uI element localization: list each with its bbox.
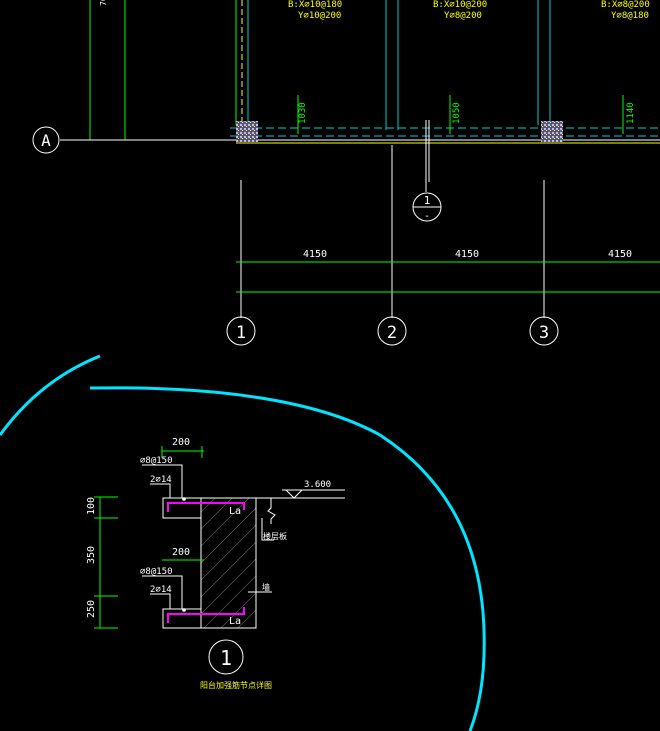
elevation-value: 3.600 <box>304 480 331 490</box>
lower-bars: 2⌀14 <box>150 585 172 595</box>
upper-bars-leader <box>150 483 171 498</box>
break-line <box>267 498 276 524</box>
axis-label-1: 1 <box>236 323 246 343</box>
slab-rebar-1-x: B:X⌀10@180 <box>288 0 342 10</box>
vertical-dim-2: 350 <box>86 546 97 564</box>
slab-rebar-1-y: Y⌀10@200 <box>298 11 341 21</box>
top-width-dim: 200 <box>172 437 190 448</box>
upper-bar-dot <box>182 497 186 501</box>
axis-bubble-1 <box>226 316 256 346</box>
span-dim-2: 4150 <box>455 249 479 260</box>
anchor-label-bottom: La <box>229 616 241 627</box>
slab-rebar-3-y: Y⌀8@180 <box>611 11 649 21</box>
lower-rebar-spec: ⌀8@150 <box>140 567 173 577</box>
lower-spec-leader <box>142 575 183 609</box>
floor-label-leader <box>261 518 274 541</box>
upper-spec-leader <box>142 464 183 498</box>
lower-rebar-hook <box>167 607 245 623</box>
revision-cloud-lower <box>89 386 486 731</box>
slab-rebar-3-x: B:X⌀8@200 <box>601 0 650 10</box>
elevation-marker <box>285 489 303 499</box>
slab-dim-3: 1140 <box>626 102 636 124</box>
axis-label-3: 3 <box>539 323 549 343</box>
upper-rebar-spec: ⌀8@150 <box>140 456 173 466</box>
vertical-dim-1: 100 <box>86 497 97 515</box>
axis-label-2: 2 <box>387 323 397 343</box>
column-3 <box>541 121 563 142</box>
upper-rebar-hook <box>167 502 245 512</box>
slab-dim-2: 1050 <box>452 102 462 124</box>
plan-view: 70 A 1 - 4150 4150 <box>32 0 660 346</box>
wall-section <box>200 497 257 629</box>
upper-bars: 2⌀14 <box>150 475 172 485</box>
slab-dim-1: 1030 <box>298 102 308 124</box>
wall-label: 墙 <box>262 582 270 592</box>
detail-bubble <box>208 639 244 675</box>
section-sheet: - <box>424 211 430 222</box>
floor-label: 楼层板 <box>263 531 287 541</box>
anchor-label-top: La <box>229 506 241 517</box>
span-dim-3: 4150 <box>608 249 632 260</box>
lower-bars-leader <box>150 593 171 609</box>
slab-rebar-2-y: Y⌀8@200 <box>444 11 482 21</box>
section-number: 1 <box>424 194 431 207</box>
revision-cloud-upper <box>0 354 101 436</box>
reinforcement-detail: ⌀8@150 2⌀14 ⌀8@150 2⌀14 200 200 La La 3.… <box>86 437 345 690</box>
column-1 <box>236 121 258 142</box>
detail-number: 1 <box>220 646 232 670</box>
mid-width-dim: 200 <box>172 547 190 558</box>
slab-rebar-2-x: B:X⌀10@200 <box>433 0 487 10</box>
axis-bubble-a <box>32 126 60 154</box>
lower-bar-dot <box>182 608 186 612</box>
vertical-dim-3: 250 <box>86 600 97 618</box>
detail-title: 阳台加强筋节点详图 <box>200 680 272 690</box>
axis-bubble-3 <box>529 316 559 346</box>
partial-dim-label: 70 <box>99 0 108 6</box>
span-dim-1: 4150 <box>303 249 327 260</box>
axis-label-a: A <box>41 131 51 150</box>
axis-bubble-2 <box>377 316 407 346</box>
